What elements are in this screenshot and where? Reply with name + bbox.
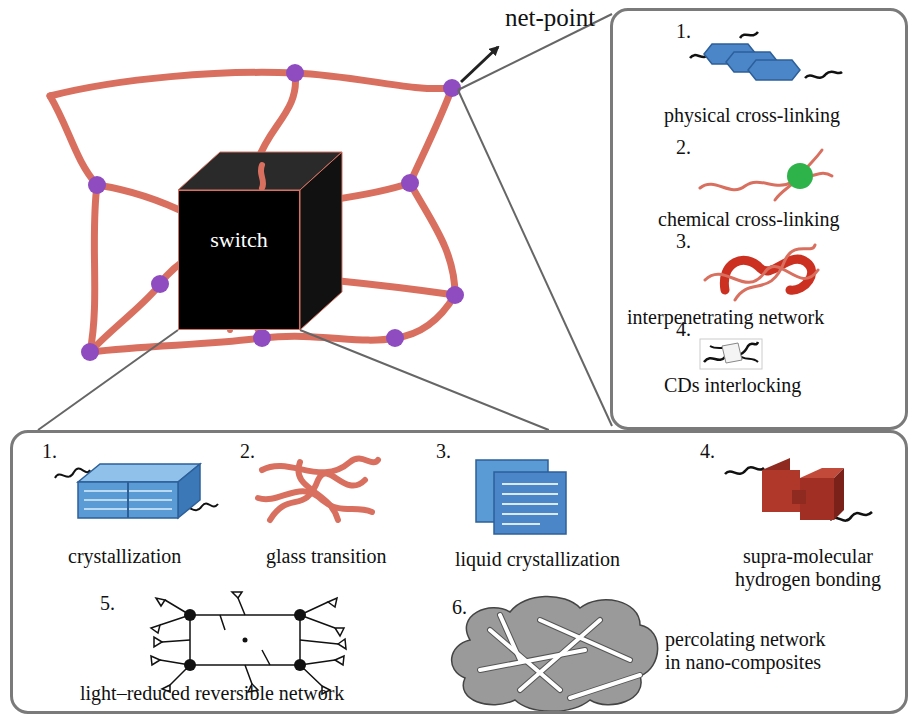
item-label: physical cross-linking <box>664 104 840 127</box>
callout-number: 3. <box>436 440 451 463</box>
item-label: supra-molecular hydrogen bonding <box>718 545 898 591</box>
glass-icon <box>258 459 378 520</box>
item-label: percolating network in nano-composites <box>665 628 840 674</box>
net-point-panel: 1. physical cross-linking 2. chemical cross… <box>610 8 908 430</box>
switch-panel: 1. crystallization 2. glass transition 3. liq… <box>10 430 908 714</box>
chemical-crosslink-icon <box>700 150 832 200</box>
callout-number: 2. <box>676 136 691 159</box>
switch-cube: switch <box>178 190 300 330</box>
strand-end <box>261 165 263 188</box>
callout-number: 3. <box>676 230 691 253</box>
light-network-icon <box>151 592 346 694</box>
item-label: CDs interlocking <box>664 374 801 397</box>
hydrogen-bond-icon <box>725 458 872 521</box>
cube-side <box>300 152 342 330</box>
nanocomposite-icon <box>452 596 658 711</box>
net-point-label: net-point <box>505 4 595 32</box>
item-label: interpenetrating network <box>627 306 824 329</box>
item-label: glass transition <box>266 545 387 568</box>
net-point-dots <box>81 64 464 361</box>
interpenetrating-icon <box>705 245 818 300</box>
network-strands <box>50 72 455 352</box>
item-label: liquid crystallization <box>455 548 620 571</box>
callout-number: 1. <box>676 20 691 43</box>
cd-interlock-icon <box>700 339 762 369</box>
item-label: crystallization <box>68 545 181 568</box>
callout-number: 5. <box>100 592 115 615</box>
leader-arrow <box>461 47 498 82</box>
callout-number: 1. <box>42 440 57 463</box>
zoom-connector <box>38 330 549 430</box>
box-label: switch <box>210 227 267 252</box>
callout-number: 4. <box>700 440 715 463</box>
callout-number: 4. <box>676 318 691 341</box>
physical-crosslink-icon <box>690 32 842 80</box>
callout-number: 6. <box>452 596 467 619</box>
callout-number: 2. <box>240 440 255 463</box>
zoom-line <box>458 90 612 426</box>
crystal-icon <box>55 464 218 518</box>
item-label: light–reduced reversible network <box>80 682 344 705</box>
liquid-crystal-icon <box>476 460 566 534</box>
item-label: chemical cross-linking <box>658 208 840 231</box>
